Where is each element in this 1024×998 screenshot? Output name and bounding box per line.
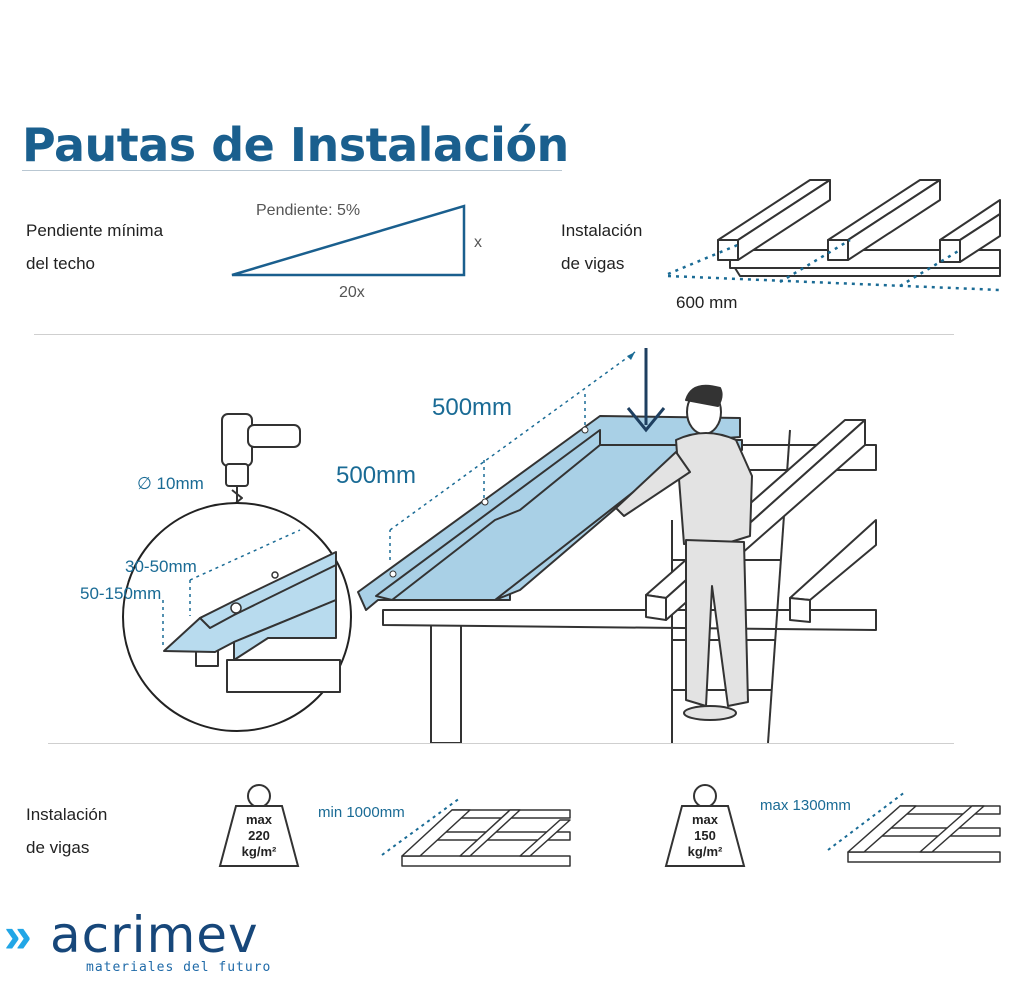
weight-150: max 150 kg/m² — [687, 812, 723, 859]
beams-top-label-line1: Instalación — [561, 221, 643, 240]
logo-tagline: materiales del futuro — [86, 960, 272, 975]
title-underline — [22, 170, 562, 171]
drill-icon — [221, 413, 301, 530]
worker-figure — [615, 384, 753, 721]
drill-diameter-label: ∅ 10mm — [137, 474, 204, 493]
divider-1 — [34, 334, 954, 335]
distance-500-left-label: 500mm — [336, 462, 417, 489]
page-title: Pautas de Instalación — [22, 118, 569, 172]
beams-bottom-label-line1: Instalación — [26, 805, 108, 824]
slope-label: Pendiente mínima del techo — [26, 214, 163, 280]
beams-bottom-label-line2: de vigas — [26, 838, 90, 857]
weight-220: max 220 kg/m² — [241, 812, 277, 859]
slope-rise-label: x — [474, 234, 482, 251]
slope-percent: Pendiente: 5% — [256, 202, 361, 219]
slope-run-label: 20x — [339, 284, 365, 301]
beam-spacing-label: 600 mm — [676, 293, 738, 312]
slope-label-line1: Pendiente mínima — [26, 221, 164, 240]
logo-chevron-icon: » — [4, 907, 32, 963]
divider-2 — [48, 743, 954, 744]
range-50-150-label: 50-150mm — [80, 584, 162, 603]
beams-top-label-line2: de vigas — [561, 254, 625, 273]
logo-name: acrimev — [50, 906, 259, 964]
distance-500-top-label: 500mm — [432, 394, 513, 421]
max-span-label: max 1300mm — [760, 797, 851, 814]
slope-label-line2: del techo — [26, 254, 95, 273]
min-span-label: min 1000mm — [318, 804, 405, 821]
range-30-50-label: 30-50mm — [125, 557, 197, 576]
beams-bottom-label: Instalación de vigas — [26, 798, 107, 864]
beams-top-label: Instalación de vigas — [561, 214, 642, 280]
